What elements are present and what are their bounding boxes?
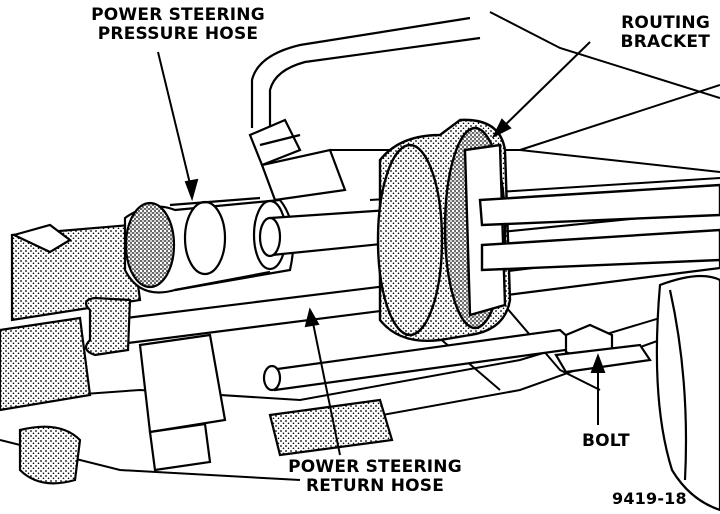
pressure-hose-label-line2: PRESSURE HOSE xyxy=(97,24,259,44)
routing-bracket-label: ROUTING BRACKET xyxy=(590,14,710,52)
routing-bracket xyxy=(376,118,720,342)
bolt-label: BOLT xyxy=(582,431,630,451)
figure-id: 9419-18 xyxy=(612,489,687,508)
return-hose-label-line1: POWER STEERING xyxy=(288,457,462,477)
pressure-line xyxy=(248,16,481,202)
pressure-fitting xyxy=(123,196,295,294)
return-hose-label: POWER STEERING RETURN HOSE xyxy=(270,458,480,496)
return-hose-label-line2: RETURN HOSE xyxy=(305,476,445,496)
mount-bracket xyxy=(18,333,394,485)
callout-arrows xyxy=(157,41,606,456)
routing-bracket-label-line1: ROUTING xyxy=(621,13,710,33)
steering-gear-body xyxy=(0,223,142,412)
pressure-hose-label-line1: POWER STEERING xyxy=(91,5,265,25)
pressure-hose-label: POWER STEERING PRESSURE HOSE xyxy=(78,6,278,44)
wheel-component xyxy=(655,274,720,512)
routing-bracket-label-line2: BRACKET xyxy=(620,32,710,52)
bolt xyxy=(554,323,652,374)
